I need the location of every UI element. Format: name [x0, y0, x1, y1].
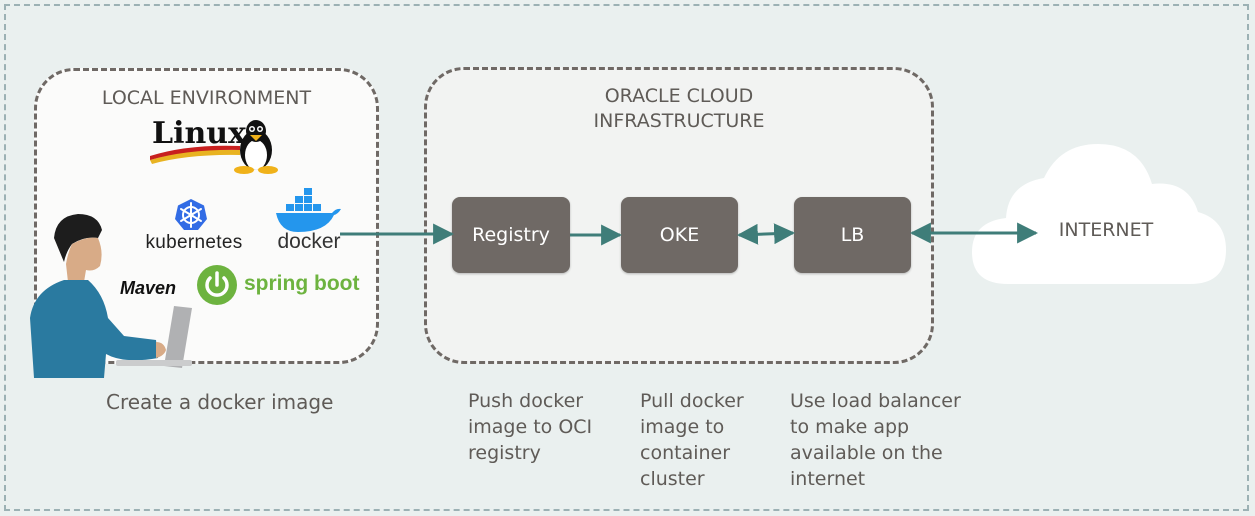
- arrow-oke-lb: [736, 223, 796, 245]
- oci-title: ORACLE CLOUD INFRASTRUCTURE: [424, 84, 934, 134]
- pull-caption: Pull docker image to container cluster: [640, 388, 744, 492]
- linux-logo: Linux: [148, 116, 283, 176]
- linux-swoosh: [150, 145, 240, 164]
- lb-caption-line-3: available on the: [790, 442, 943, 464]
- docker-whale-icon: [276, 188, 341, 232]
- push-caption-line-2: image to OCI: [468, 416, 593, 438]
- docker-logo: docker: [270, 188, 348, 256]
- kubernetes-logo-text: kubernetes: [145, 232, 243, 253]
- oci-title-line-2: INFRASTRUCTURE: [593, 110, 765, 132]
- linux-logo-text: Linux: [152, 116, 246, 151]
- local-caption: Create a docker image: [106, 390, 334, 414]
- push-caption-line-3: registry: [468, 442, 541, 464]
- lb-caption-line-4: internet: [790, 468, 866, 490]
- lb-caption-line-2: to make app: [790, 416, 910, 438]
- registry-node: Registry: [452, 197, 570, 273]
- kubernetes-helm-icon: [175, 199, 207, 230]
- push-caption-line-1: Push docker: [468, 390, 584, 412]
- spring-boot-logo-text: spring boot: [244, 272, 360, 295]
- pull-caption-line-3: container: [640, 442, 731, 464]
- internet-label: INTERNET: [1058, 219, 1154, 241]
- person-laptop-icon: [30, 214, 192, 378]
- local-environment-title: LOCAL ENVIRONMENT: [101, 87, 312, 109]
- kubernetes-logo: kubernetes: [138, 198, 250, 254]
- lb-node: LB: [794, 197, 911, 273]
- spring-power-icon: [197, 265, 237, 305]
- push-caption: Push docker image to OCI registry: [468, 388, 592, 466]
- oke-node: OKE: [621, 197, 738, 273]
- lb-caption: Use load balancer to make app available …: [790, 388, 961, 492]
- pull-caption-line-4: cluster: [640, 468, 705, 490]
- diagram-frame: [4, 4, 1249, 511]
- pull-caption-line-2: image to: [640, 416, 725, 438]
- linux-tux-icon: [234, 120, 278, 174]
- spring-boot-logo: spring boot: [196, 264, 366, 308]
- docker-logo-text: docker: [277, 230, 341, 253]
- oci-title-line-1: ORACLE CLOUD: [604, 85, 754, 107]
- cloud-icon: [972, 144, 1226, 284]
- lb-caption-line-1: Use load balancer: [790, 390, 961, 412]
- pull-caption-line-1: Pull docker: [640, 390, 744, 412]
- maven-logo-text: Maven: [120, 278, 177, 298]
